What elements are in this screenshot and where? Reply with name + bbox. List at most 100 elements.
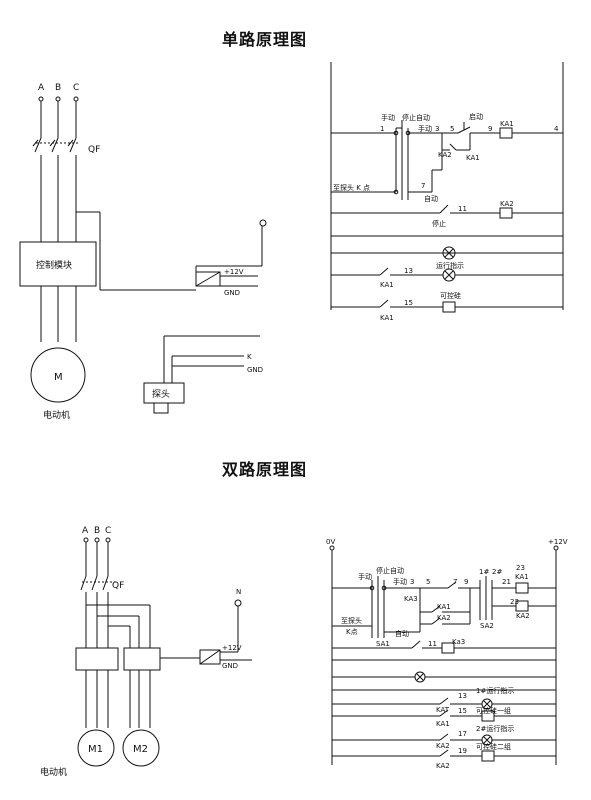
sa2-label: SA2 [480, 622, 494, 630]
breaker-switch-a [34, 137, 42, 153]
ka1-scr-label: KA1 [380, 314, 394, 322]
ka3-coil-label: Ka3 [452, 638, 465, 646]
dual-ka2-coil-label: KA2 [516, 612, 530, 620]
probe-tip [153, 402, 169, 414]
ka1-contact-label: KA1 [466, 154, 480, 162]
dual-ka2b-label: KA2 [436, 742, 450, 750]
motor-label: M [54, 372, 63, 383]
single-control-ladder: 手动 停止自动 手动 1 3 5 启动 9 KA1 [330, 62, 564, 322]
scr2-label: 可控硅二组 [476, 742, 511, 751]
relay-plus-label: +12V [224, 268, 244, 276]
terminal-b [55, 96, 61, 102]
single-circuit-title: 单路原理图 [222, 30, 308, 49]
ka2-coil-label: KA2 [500, 200, 514, 208]
motor-symbol [30, 347, 86, 403]
dual-node-5: 5 [426, 578, 430, 586]
label-manual: 手动 [381, 113, 395, 122]
plus12-label: +12V [548, 538, 568, 546]
node-11: 11 [458, 205, 467, 213]
dual-probe-label: 至探头 [341, 616, 362, 625]
label-manual-2: 手动 [418, 124, 432, 133]
ka3-contact-label: KA3 [404, 595, 418, 603]
node-9: 9 [488, 125, 492, 133]
node-13: 13 [404, 267, 413, 275]
dual-ka1-contact: KA1 [437, 603, 451, 611]
terminal-a [38, 96, 44, 102]
dual-node-23b: 23 [510, 598, 519, 606]
sa1-label: SA1 [376, 640, 390, 648]
dual-node-17: 17 [458, 730, 467, 738]
node-3: 3 [435, 125, 439, 133]
dual-probe-k-label: K点 [346, 628, 358, 636]
dual-circuit-title: 双路原理图 [222, 460, 308, 479]
dual-node-13: 13 [458, 692, 467, 700]
dual-relay-gnd: GND [222, 662, 238, 670]
dual-ka1b-label: KA1 [436, 720, 450, 728]
control-module-label: 控制模块 [36, 259, 72, 271]
dual-node-9: 9 [464, 578, 468, 586]
dual-label-1s: 1# [479, 568, 489, 576]
relay-gnd-label: GND [224, 289, 240, 297]
ka2-contact-label: KA2 [438, 151, 452, 159]
dual-node-23a: 23 [516, 564, 525, 572]
dual-label-auto: 自动 [395, 629, 409, 638]
terminal-c [73, 96, 79, 102]
node-15: 15 [404, 299, 413, 307]
dual-node-7: 7 [453, 578, 457, 586]
probe-gnd-label: GND [247, 366, 263, 374]
dual-breaker-label: QF [112, 581, 124, 591]
motor-m1-label: M1 [88, 744, 103, 755]
run2-label: 2#运行指示 [476, 724, 514, 733]
ka1-coil [499, 127, 513, 139]
kat-label: KAT [436, 706, 450, 714]
scr-group-2 [481, 750, 495, 762]
controller-box-1 [75, 647, 119, 671]
dual-relay-box [199, 649, 221, 665]
dual-label-stop-auto: 停止自动 [376, 566, 404, 575]
breaker-label: QF [88, 145, 100, 155]
motor-m1 [77, 729, 115, 767]
dual-node-15: 15 [458, 707, 467, 715]
label-to-probe-k: 至探头 K 点 [333, 183, 370, 192]
label-auto: 自动 [424, 194, 438, 203]
motor-caption: 电动机 [43, 409, 70, 421]
dual-label-2s: 2# [492, 568, 502, 576]
phase-c-label: C [73, 83, 79, 93]
scr1-label: 可控硅一组 [476, 706, 511, 715]
ka1-coil-label: KA1 [500, 120, 514, 128]
dual-phase-c-label: C [105, 526, 111, 536]
dual-motor-caption: 电动机 [40, 766, 67, 778]
breaker-switch-b [51, 137, 59, 153]
node-7: 7 [421, 182, 425, 190]
dual-node-19: 19 [458, 747, 467, 755]
run1-label: 1#运行指示 [476, 686, 514, 695]
dual-ka2c-label: KA2 [436, 762, 450, 770]
label-start: 启动 [469, 112, 483, 121]
dual-control-ladder: 0V +12V 手动 停止自动 手动 3 5 7 9 1# 2# [326, 538, 568, 770]
relay-output-terminal [259, 219, 267, 227]
ov-label: 0V [326, 538, 335, 546]
run-lamp-label: 运行指示 [436, 261, 464, 270]
dual-node-21: 21 [502, 578, 511, 586]
dual-label-manual: 手动 [358, 572, 372, 581]
phase-a-label: A [38, 83, 45, 93]
scr-relay [442, 301, 456, 313]
label-stop-auto: 停止自动 [402, 113, 430, 122]
ka1-run-label: KA1 [380, 281, 394, 289]
node-4: 4 [554, 125, 559, 133]
probe-label: 探头 [152, 388, 170, 400]
neutral-label: N [236, 588, 241, 596]
relay-box [195, 271, 221, 287]
motor-m2-label: M2 [133, 744, 148, 755]
dual-power-diagram: A B C QF [40, 526, 252, 778]
dual-node-3: 3 [410, 578, 414, 586]
scr-label: 可控硅 [440, 291, 461, 300]
phase-b-label: B [55, 83, 61, 93]
dual-label-manual-2: 手动 [393, 577, 407, 586]
breaker-switch-c [69, 137, 77, 153]
run-lamp-1 [442, 246, 456, 260]
label-stop: 停止 [432, 219, 446, 228]
dual-node-11: 11 [428, 640, 437, 648]
dual-ka1-coil-label: KA1 [515, 573, 529, 581]
